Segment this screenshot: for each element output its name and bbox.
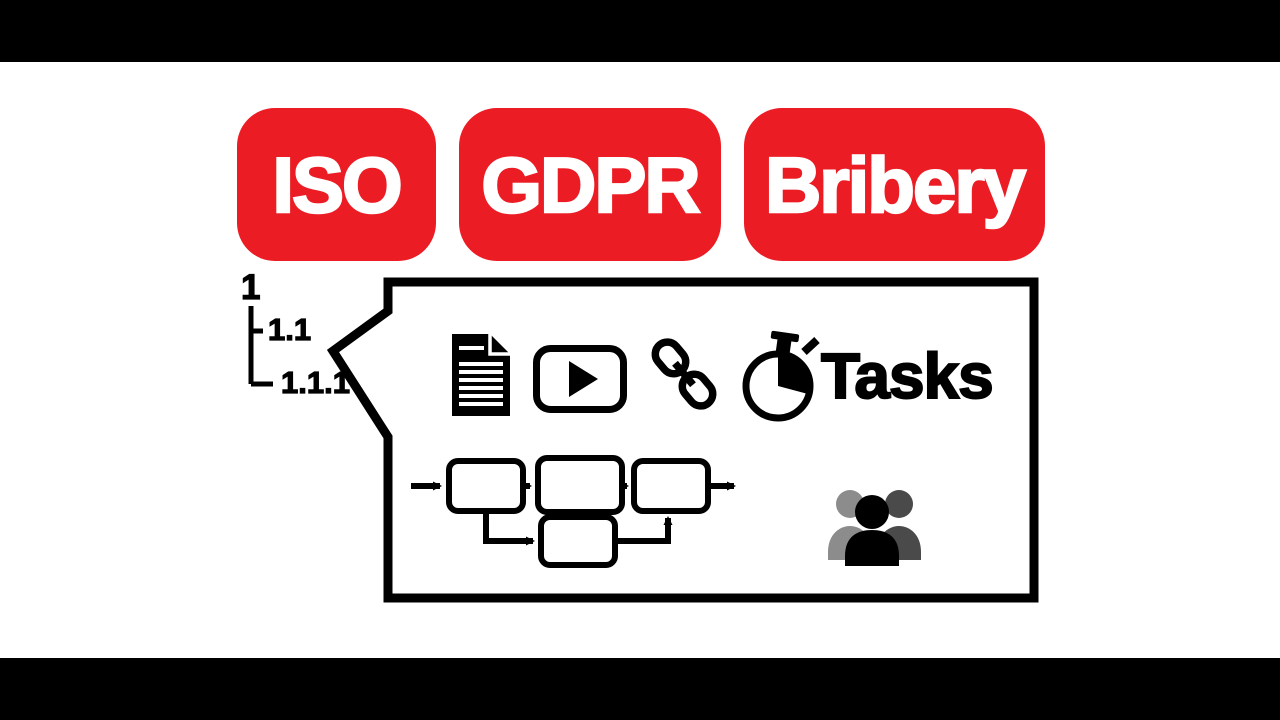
outline-level-2: 1.1 <box>267 312 312 347</box>
video-play-icon <box>533 345 627 413</box>
badge-gdpr: GDPR <box>459 108 721 261</box>
link-icon <box>651 338 717 410</box>
badge-bribery: Bribery <box>744 108 1045 261</box>
flowchart-diagram <box>411 455 736 568</box>
document-icon <box>452 334 510 416</box>
badge-iso-label: ISO <box>271 140 404 229</box>
stopwatch-icon <box>742 330 820 422</box>
badge-iso: ISO <box>237 108 436 261</box>
badge-bribery-label: Bribery <box>764 140 1028 229</box>
outline-bracket <box>248 306 273 387</box>
outline-level-1: 1 <box>240 268 261 307</box>
letterbox-bottom <box>0 658 1280 720</box>
tasks-label: Tasks <box>820 340 995 412</box>
badge-gdpr-label: GDPR <box>480 140 702 229</box>
letterbox-top <box>0 0 1280 62</box>
people-group-icon <box>828 490 921 566</box>
person-front <box>845 495 899 566</box>
outline-level-3: 1.1.1 <box>280 365 350 400</box>
speech-bubble <box>326 277 1039 603</box>
